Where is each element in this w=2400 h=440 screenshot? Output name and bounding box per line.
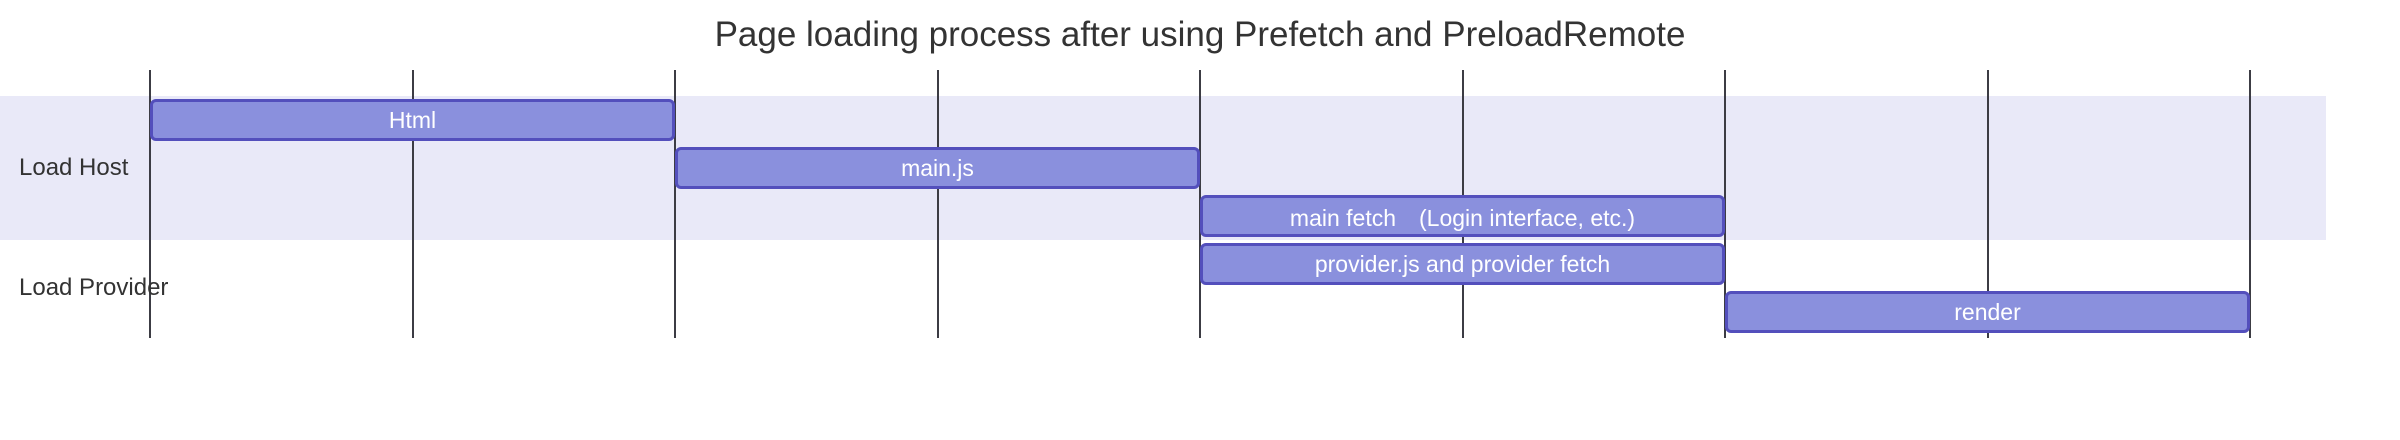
task-bar-render: render [1725,291,2250,333]
gridline-7 [1986,70,1989,338]
gridline-0 [149,70,151,338]
gridline-3 [936,70,939,338]
gridline-1 [411,70,414,338]
task-label-main-fetch-login-interface-etc: main fetch (Login interface, etc.) [1289,205,1636,231]
task-bar-main-fetch-login-interface-etc: main fetch (Login interface, etc.) [1200,195,1725,237]
task-label-main-js: main.js [901,154,974,181]
gridline-8 [2249,70,2251,338]
task-bar-provider-js-and-provider-fetch: provider.js and provider fetch [1200,243,1725,285]
section-label-load-provider: Load Provider [19,274,169,301]
task-bar-html: Html [150,99,675,141]
task-label-provider-js-and-provider-fetch: provider.js and provider fetch [1314,250,1611,277]
gridline-6 [1724,70,1726,338]
task-bar-main-js: main.js [675,147,1200,189]
task-label-html: Html [388,106,437,133]
section-label-load-host: Load Host [19,154,129,181]
task-label-render: render [1954,298,2021,325]
chart-title: Page loading process after using Prefetc… [714,15,1686,54]
gridline-2 [674,70,676,338]
